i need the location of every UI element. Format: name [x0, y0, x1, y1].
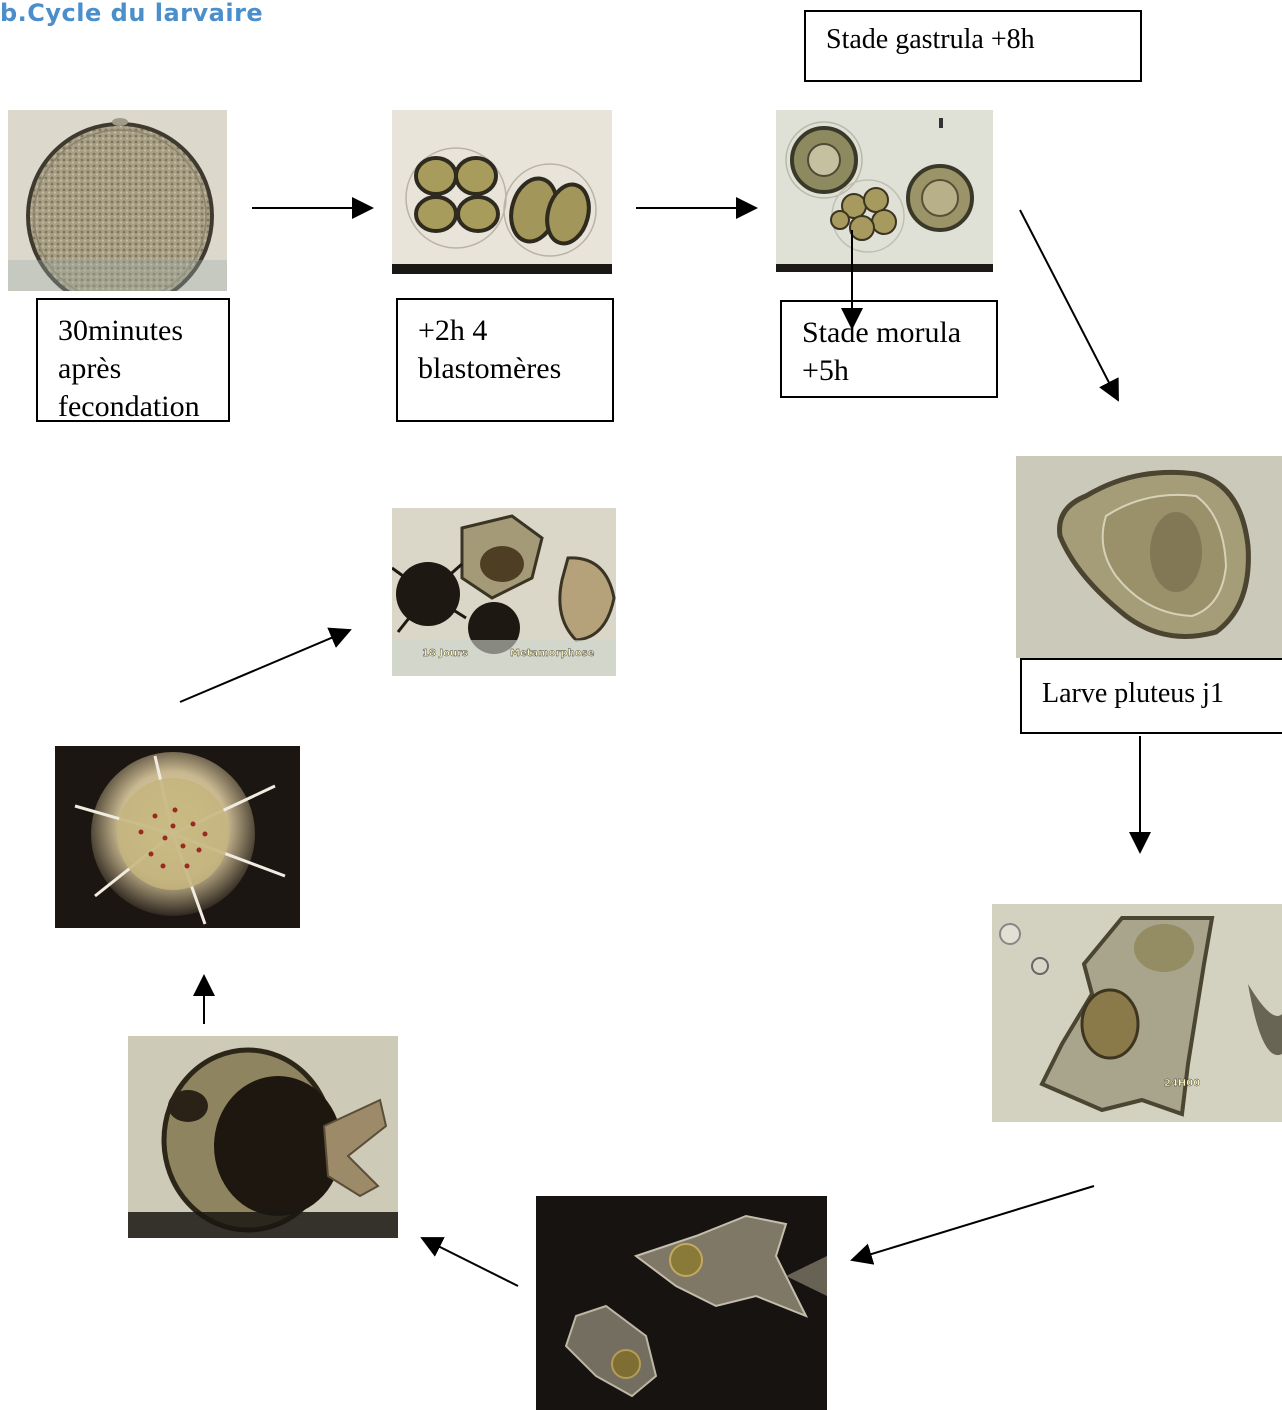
arrow-gastrula-to-pluteus: [1020, 210, 1118, 400]
photo-egg: [8, 110, 227, 291]
photo-pluteus-24h: 24H00: [992, 904, 1282, 1122]
label-egg-line1: 30minutes: [58, 312, 228, 350]
caption-metamorphose: Metamorphose: [510, 648, 595, 659]
arrow-24h-to-advanced: [852, 1186, 1094, 1260]
photo-metamorphosis: 18 Jours Metamorphose: [392, 508, 616, 676]
caption-24h: 24H00: [1164, 1078, 1200, 1089]
photo-juvenile-urchin: [55, 746, 300, 928]
label-blastomeres-line2: blastomères: [418, 350, 612, 388]
photo-morula-gastrula: [776, 110, 993, 272]
label-pluteus: Larve pluteus j1: [1020, 658, 1282, 734]
photo-advanced-pluteus: [536, 1196, 827, 1410]
page-title: b.Cycle du larvaire: [0, 0, 263, 26]
label-morula-line2: +5h: [802, 352, 996, 390]
photo-competent-larva: [128, 1036, 398, 1238]
photo-blastomeres: [392, 110, 612, 274]
label-gastrula-text: Stade gastrula +8h: [826, 24, 1140, 56]
label-morula: Stade morula +5h: [780, 300, 998, 398]
label-gastrula: Stade gastrula +8h: [804, 10, 1142, 82]
arrow-advanced-to-competent: [422, 1238, 518, 1286]
label-egg: 30minutes après fecondation: [36, 298, 230, 422]
label-egg-line3: fecondation: [58, 388, 228, 422]
photo-pluteus-j1: [1016, 456, 1282, 658]
arrow-juvenile-to-metamorphosis: [180, 630, 350, 702]
label-pluteus-text: Larve pluteus j1: [1042, 678, 1282, 710]
label-blastomeres-line1: +2h 4: [418, 312, 612, 350]
caption-18-jours: 18 Jours: [422, 648, 468, 659]
label-morula-line1: Stade morula: [802, 314, 996, 352]
label-egg-line2: après: [58, 350, 228, 388]
label-blastomeres: +2h 4 blastomères: [396, 298, 614, 422]
